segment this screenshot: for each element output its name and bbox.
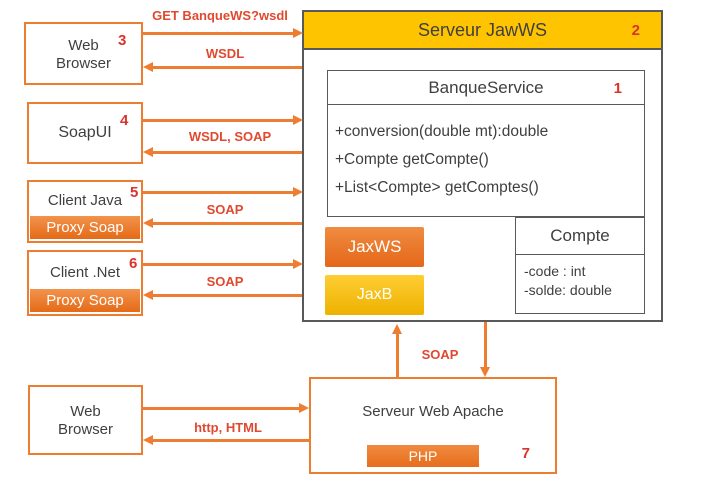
step-number-2: 2 [631,22,640,39]
step-number-4: 4 [120,112,129,129]
step-number-7: 7 [521,445,530,462]
class-methods: +conversion(double mt):double +Compte ge… [328,105,644,202]
node-label: Client Java [47,192,123,209]
node-label: SoapUI [58,124,112,141]
step-number-1: 1 [613,80,622,97]
arrow-wsdl-soap [143,147,302,156]
arrow-soap-net [143,290,302,299]
arrow-net-request [143,259,303,268]
edge-label-soap-apache: SOAP [421,347,459,362]
arrow-jawws-to-apache [480,322,489,377]
php-bar: PHP [367,445,479,467]
uml-class-compte: Compte -code : int -solde: double [515,217,645,314]
arrow-browser-apache [143,403,309,412]
class-name: BanqueService [428,77,544,97]
edge-label-wsdl: WSDL [205,46,245,61]
edge-label-http-html: http, HTML [194,420,262,435]
attribute-line: -solde: double [524,282,612,298]
proxy-soap-bar: Proxy Soap [30,289,140,312]
method-line: +conversion(double mt):double [335,123,549,140]
class-title-bar: BanqueService 1 [328,71,644,105]
node-soapui: SoapUI 4 [27,102,143,164]
step-number-6: 6 [129,255,138,272]
edge-label-soap-net: SOAP [206,274,244,289]
arrow-soap-java [143,218,302,227]
node-web-browser-bottom: Web Browser [28,385,143,455]
node-label: Web Browser [55,37,111,72]
arrow-apache-to-jawws [392,324,401,377]
class-title-bar: Compte [516,218,644,255]
node-client-net: Client .Net 6 Proxy Soap [27,250,143,316]
chip-jaxb: JaxB [325,275,424,315]
step-number-3: 3 [118,32,127,49]
uml-class-banqueservice: BanqueService 1 +conversion(double mt):d… [327,70,645,217]
attribute-line: -code : int [524,263,586,279]
edge-label-get-banquews-wsdl: GET BanqueWS?wsdl [152,8,288,23]
node-jawws-server: Serveur JawWS 2 BanqueService 1 +convers… [302,10,663,322]
node-label: Serveur Web Apache [362,403,504,420]
node-label: Client .Net [49,264,121,281]
edge-label-wsdl-soap: WSDL, SOAP [188,129,272,144]
jawws-header: Serveur JawWS 2 [304,12,661,50]
jawws-title: Serveur JawWS [417,19,548,40]
chip-jaxws: JaxWS [325,227,424,267]
class-attributes: -code : int -solde: double [516,255,644,300]
arrow-java-request [143,187,303,196]
node-web-browser-top: Web Browser 3 [24,22,143,85]
node-apache-server: Serveur Web Apache PHP 7 [309,377,557,474]
arrow-soapui-request [143,115,303,124]
arrow-get-banquews-wsdl [143,28,303,37]
node-client-java: Client Java 5 Proxy Soap [27,180,143,243]
class-name: Compte [550,226,610,245]
node-label: Web Browser [57,403,113,438]
method-line: +List<Compte> getComptes() [335,179,539,196]
arrow-wsdl-response [143,62,302,71]
edge-label-soap-java: SOAP [206,202,244,217]
method-line: +Compte getCompte() [335,151,489,168]
arrow-http-html [143,435,309,444]
step-number-5: 5 [130,184,139,201]
proxy-soap-bar: Proxy Soap [30,216,140,239]
